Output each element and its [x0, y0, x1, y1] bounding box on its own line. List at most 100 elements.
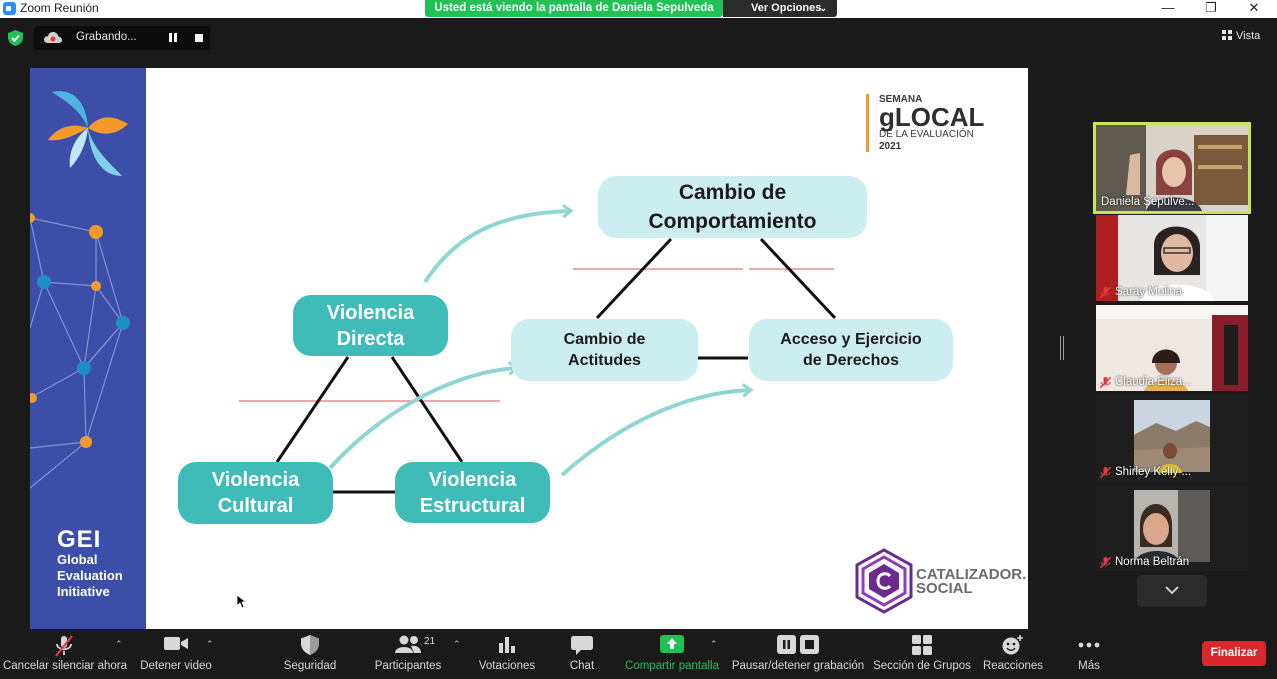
participant-name-row: Claudia Eliza... [1100, 376, 1192, 388]
arrow-directa-to-comportamiento [423, 211, 570, 284]
chat-label: Chat [569, 660, 595, 672]
arrow-cultural-to-actitudes [328, 368, 516, 470]
cloud-recording-icon [44, 32, 62, 43]
box-acceso-derechos: Acceso y Ejercicio de Derechos [749, 319, 953, 381]
participant-name: Saray Molina [1115, 286, 1183, 298]
pause-recording-icon[interactable] [168, 33, 178, 43]
gei-line-2: Evaluation [57, 568, 123, 583]
participant-tile[interactable]: Claudia Eliza... [1096, 305, 1248, 391]
catalizador-line-2: SOCIAL [916, 580, 973, 597]
participant-name: Shirley Kelly ... [1115, 466, 1192, 478]
muted-mic-icon [1100, 376, 1111, 388]
participants-icon [395, 635, 421, 653]
title-bar: Zoom Reunión Usted está viendo la pantal… [0, 0, 1277, 18]
unmute-label: Cancelar silenciar ahora [2, 660, 127, 672]
restore-icon[interactable]: ❐ [1205, 0, 1217, 15]
pause-stop-recording-button[interactable]: Pausar/detener grabación [730, 629, 866, 679]
stop-video-label: Detener video [140, 660, 212, 672]
network-graphic [30, 91, 130, 489]
gei-line-1: Global [57, 552, 98, 567]
close-icon[interactable]: ✕ [1248, 0, 1260, 15]
shared-screen-slide: GEI Global Evaluation Initiative SEMANA … [30, 68, 1028, 629]
view-options-button[interactable]: Ver Opciones ⌄ [723, 0, 837, 17]
participant-tile[interactable]: Shirley Kelly ... [1096, 395, 1248, 481]
view-layout-label: Vista [1236, 30, 1261, 42]
share-screen-icon [660, 635, 684, 653]
stop-video-button[interactable]: ⌃ Detener video [136, 629, 216, 679]
glocal-line-2: gLOCAL [879, 102, 985, 132]
share-options-caret-icon[interactable]: ⌃ [710, 639, 718, 649]
participant-name-row: Norma Beltrán [1100, 556, 1189, 568]
more-dots-icon [1078, 642, 1100, 648]
glocal-line-1: SEMANA [879, 94, 923, 105]
gei-line-3: Initiative [57, 584, 110, 599]
window-title: Zoom Reunión [20, 1, 99, 15]
view-options-label: Ver Opciones [751, 2, 822, 14]
catalizador-line-1: CATALIZADOR. [916, 566, 1027, 583]
share-screen-button[interactable]: Compartir pantalla [622, 629, 722, 679]
hexagon-c-icon [855, 548, 913, 614]
line-directa-estructural [390, 356, 464, 463]
participants-options-caret-icon[interactable]: ⌃ [453, 639, 461, 649]
shield-icon [301, 635, 319, 655]
reactions-button[interactable]: Reacciones [980, 629, 1046, 679]
box-violencia-directa: Violencia Directa [293, 295, 448, 356]
security-button[interactable]: Seguridad [276, 629, 344, 679]
box-violencia-cultural: Violencia Cultural [178, 462, 333, 524]
line-comportamiento-derechos [759, 237, 837, 320]
screen-share-banner: Usted está viendo la pantalla de Daniela… [425, 0, 723, 17]
end-meeting-button[interactable]: Finalizar [1202, 641, 1266, 666]
share-screen-label: Compartir pantalla [625, 660, 719, 672]
view-layout-button[interactable]: Vista [1222, 30, 1260, 42]
arrow-estructural-to-derechos [560, 390, 750, 477]
glocal-line-4: 2021 [879, 141, 902, 152]
participant-name: Daniela Sepulve... [1101, 196, 1195, 208]
emoji-smile-icon [1002, 635, 1023, 655]
participant-tile[interactable]: Daniela Sepulve... [1093, 122, 1251, 214]
catalizador-social-logo: CATALIZADOR. SOCIAL [852, 548, 1028, 618]
line-directa-cultural [275, 356, 350, 463]
participant-video [1096, 395, 1248, 481]
chevron-down-icon [1165, 586, 1179, 595]
mouse-cursor-icon [237, 595, 247, 609]
reactions-label: Reacciones [982, 660, 1044, 672]
panel-splitter-handle[interactable] [1060, 336, 1064, 360]
participant-name: Claudia Eliza... [1115, 376, 1192, 388]
muted-mic-icon [1100, 556, 1111, 568]
scroll-participants-down-button[interactable] [1137, 575, 1207, 607]
unmute-button[interactable]: ⌃ Cancelar silenciar ahora [0, 629, 130, 679]
minimize-icon[interactable]: — [1161, 0, 1175, 15]
polls-button[interactable]: Votaciones [474, 629, 540, 679]
security-label: Seguridad [283, 660, 337, 672]
recording-label: Grabando... [76, 31, 137, 43]
breakout-rooms-button[interactable]: Sección de Grupos [872, 629, 972, 679]
participant-tile[interactable]: Saray Molina [1096, 215, 1248, 301]
diagram-connectors [239, 68, 837, 494]
participant-video [1096, 125, 1248, 211]
participants-label: Participantes [374, 660, 442, 672]
participant-tile[interactable]: Norma Beltrán [1096, 485, 1248, 571]
muted-mic-icon [1100, 286, 1111, 298]
participants-count: 21 [424, 636, 436, 647]
security-shield-icon[interactable] [8, 30, 23, 46]
box-cambio-comportamiento: Cambio de Comportamiento [598, 176, 867, 238]
audio-options-caret-icon[interactable]: ⌃ [115, 639, 123, 649]
participants-button[interactable]: 21 Participantes [370, 629, 446, 679]
gei-mark: GEI [57, 526, 102, 553]
breakout-rooms-icon [912, 635, 932, 655]
slide-sidebar: GEI Global Evaluation Initiative [30, 68, 146, 629]
muted-mic-icon [1100, 466, 1111, 478]
box-cambio-actitudes: Cambio de Actitudes [511, 319, 698, 381]
flower-logo [48, 91, 128, 176]
stop-recording-icon[interactable] [195, 34, 203, 42]
zoom-app-icon [3, 2, 16, 15]
meeting-toolbar: ⌃ Cancelar silenciar ahora ⌃ Detener vid… [0, 629, 1277, 679]
video-options-caret-icon[interactable]: ⌃ [206, 639, 214, 649]
chat-button[interactable]: Chat [558, 629, 606, 679]
recording-indicator: Grabando... [34, 26, 210, 50]
more-button[interactable]: Más [1066, 629, 1112, 679]
bar-chart-icon [499, 637, 515, 653]
participant-video [1096, 215, 1248, 301]
glocal-line-3: DE LA EVALUACIÓN [879, 129, 974, 140]
